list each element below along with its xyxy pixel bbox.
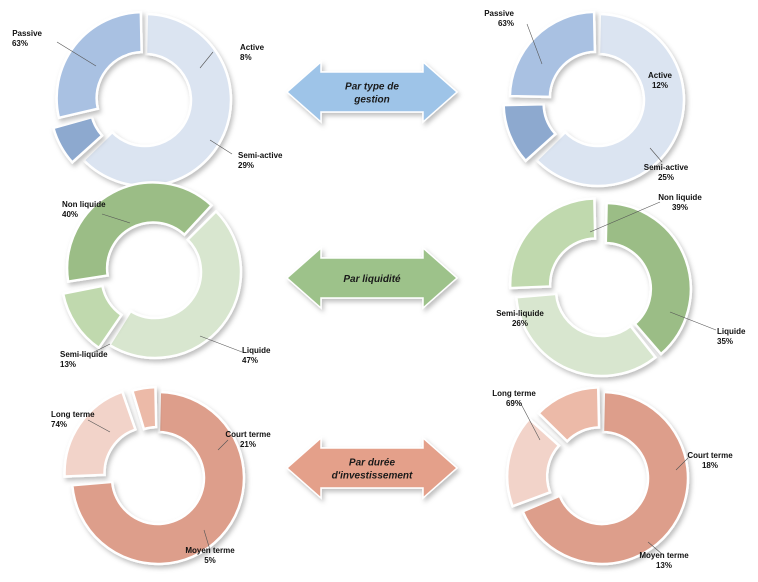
leader-line [199,51,214,69]
slice-value-label: 26% [512,319,528,328]
double-arrow-shape [285,246,459,310]
leader-line [101,213,131,224]
slice-value-label: 21% [240,440,256,449]
arrow-label: Par liquidité [343,274,401,285]
arrow-label: d'investissement [332,471,413,482]
leader-line [209,139,233,155]
slice-label: Passive [12,29,42,38]
slice-label: Court terme [687,451,733,460]
slice-label: Non liquide [658,193,702,202]
donut-slice-court-terme [505,417,561,508]
leader-line [199,335,243,353]
slice-value-label: 63% [12,39,28,48]
slice-value-label: 35% [717,337,733,346]
leader-line [647,541,663,555]
leader-line [87,419,111,433]
slice-label: Liquide [242,346,271,355]
slice-label: Moyen terme [185,546,235,555]
slice-value-label: 69% [506,399,522,408]
arrow-liquidite: Par liquidité [285,246,459,310]
slice-label: Long terme [51,410,95,419]
arrow-label: gestion [353,95,390,106]
slice-value-label: 29% [238,161,254,170]
leader-line [56,41,97,67]
slice-label: Non liquide [62,200,106,209]
leader-line [217,439,229,451]
slice-value-label: 18% [702,461,718,470]
slice-label: Moyen terme [639,551,689,560]
slice-label: Passive [484,9,514,18]
slice-value-label: 12% [652,81,668,90]
donut-slice-moyen-terme [130,385,158,431]
donut-slice-moyen-terme [536,386,601,443]
double-arrow-shape [285,436,459,500]
slice-value-label: 40% [62,210,78,219]
leader-line [669,311,717,331]
slice-value-label: 13% [656,561,672,570]
slice-value-label: 5% [204,556,216,565]
slice-value-label: 74% [51,420,67,429]
slice-label: Semi-active [238,151,283,160]
donut-slice-court-terme [63,390,138,478]
slice-value-label: 13% [60,360,76,369]
slice-label: Active [240,43,265,52]
leader-line [519,401,541,441]
donut-slice-long-terme [70,390,246,566]
slice-value-label: 47% [242,356,258,365]
double-arrow-shape [285,60,459,124]
leader-line [589,201,661,233]
slice-value-label: 8% [240,53,252,62]
leader-line [526,23,543,65]
slice-label: Active [648,71,673,80]
slice-label: Semi-liquide [60,350,108,359]
donut-slice-semi-liquide [508,197,597,290]
leader-line [675,457,689,471]
donut-slice-liquide [514,292,658,378]
donut-slice-non-liquide [65,181,214,284]
slice-label: Long terme [492,389,536,398]
arrow-label: Par durée [349,458,396,469]
slice-value-label: 39% [672,203,688,212]
donut-slice-semi-active [508,10,597,99]
arrow-label: Par type de [345,82,399,93]
slice-label: Court terme [225,430,271,439]
leader-line [203,529,211,551]
slice-label: Liquide [717,327,746,336]
arrow-type-gestion: Par type de gestion [285,60,459,124]
donut-slice-passive [534,12,686,188]
donut-slice-passive [81,12,233,188]
leader-line [649,147,663,163]
slice-label: Semi-active [644,163,689,172]
slice-value-label: 25% [658,173,674,182]
donut-slice-active [502,103,558,163]
slice-value-label: 63% [498,19,514,28]
leader-line [91,343,111,354]
donut-slice-semi-active [55,10,143,120]
donut-slice-semi-liquide [61,284,124,350]
arrow-duree-investissement: Par durée d'investissement [285,436,459,500]
slice-label: Semi-liquide [496,309,544,318]
donut-slice-active [51,115,104,165]
donut-slice-liquide [107,209,243,360]
donut-slice-non-liquide [604,201,693,356]
donut-slice-long-terme [521,390,690,566]
